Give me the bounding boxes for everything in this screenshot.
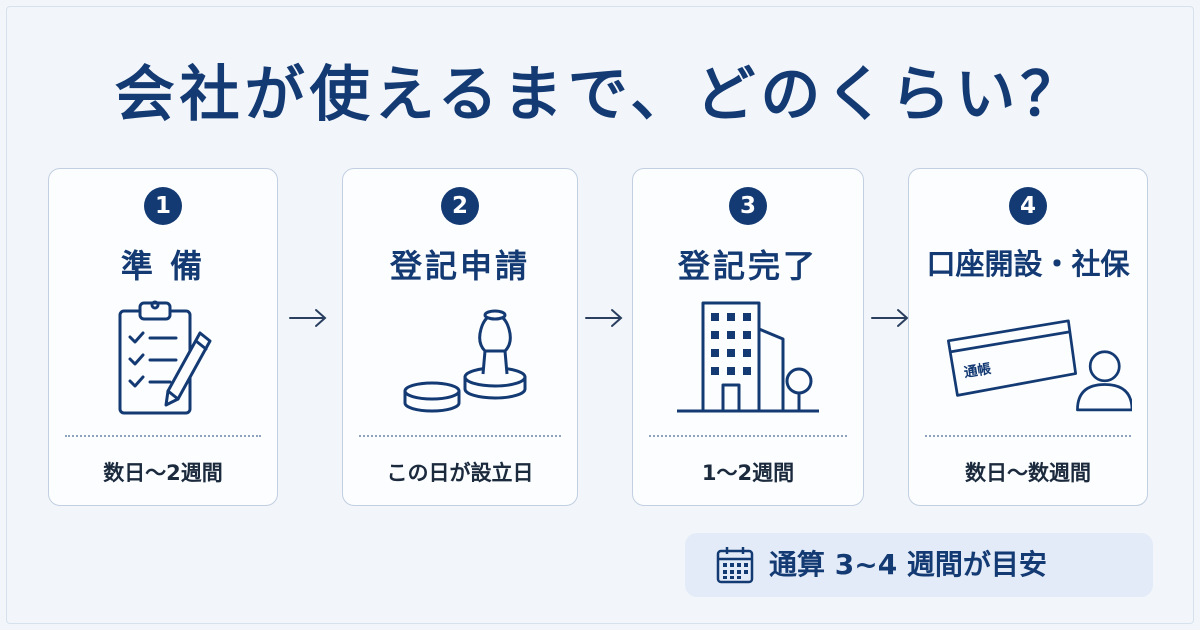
step-number-badge: 3: [729, 187, 767, 225]
step-card-2: 2 登記申請 この日が設立日: [342, 168, 578, 506]
bankbook-and-person-icon: 通帳: [947, 319, 1132, 412]
divider: [359, 435, 561, 437]
step-card-4: 4 口座開設・社保 通帳 数日〜数週間: [908, 168, 1148, 506]
step-number-badge: 4: [1009, 187, 1047, 225]
calendar-icon: [716, 547, 754, 584]
step-duration: 数日〜数週間: [965, 461, 1091, 485]
divider: [649, 435, 847, 437]
seal-stamp-icon: [403, 309, 527, 413]
summary-badge: 通算 3~4 週間が目安: [685, 533, 1153, 597]
divider: [65, 435, 261, 437]
arrow-right-icon: [871, 309, 909, 327]
step-label: 口座開設・社保: [926, 247, 1130, 281]
step-label: 登記申請: [389, 247, 530, 285]
page-frame: [6, 6, 1194, 624]
step-card-1: 1 準 備 数日〜2週間: [48, 168, 278, 506]
clipboard-checklist-icon: [118, 300, 212, 415]
step-label: 登記完了: [677, 247, 818, 285]
step-number-badge: 2: [441, 187, 479, 225]
office-building-icon: [677, 301, 819, 413]
step-duration: 数日〜2週間: [103, 461, 223, 485]
divider: [925, 435, 1131, 437]
step-duration: この日が設立日: [386, 461, 534, 485]
step-label: 準 備: [120, 247, 206, 285]
step-card-3: 3 登記完了 1〜2週間: [632, 168, 864, 506]
page-title: 会社が使えるまで、どのくらい？: [114, 60, 1086, 130]
summary-text: 通算 3~4 週間が目安: [769, 548, 1047, 581]
bankbook-label: 通帳: [963, 360, 993, 381]
arrow-right-icon: [585, 309, 623, 327]
step-number-badge: 1: [144, 187, 182, 225]
step-duration: 1〜2週間: [701, 461, 795, 485]
arrow-right-icon: [289, 309, 327, 327]
